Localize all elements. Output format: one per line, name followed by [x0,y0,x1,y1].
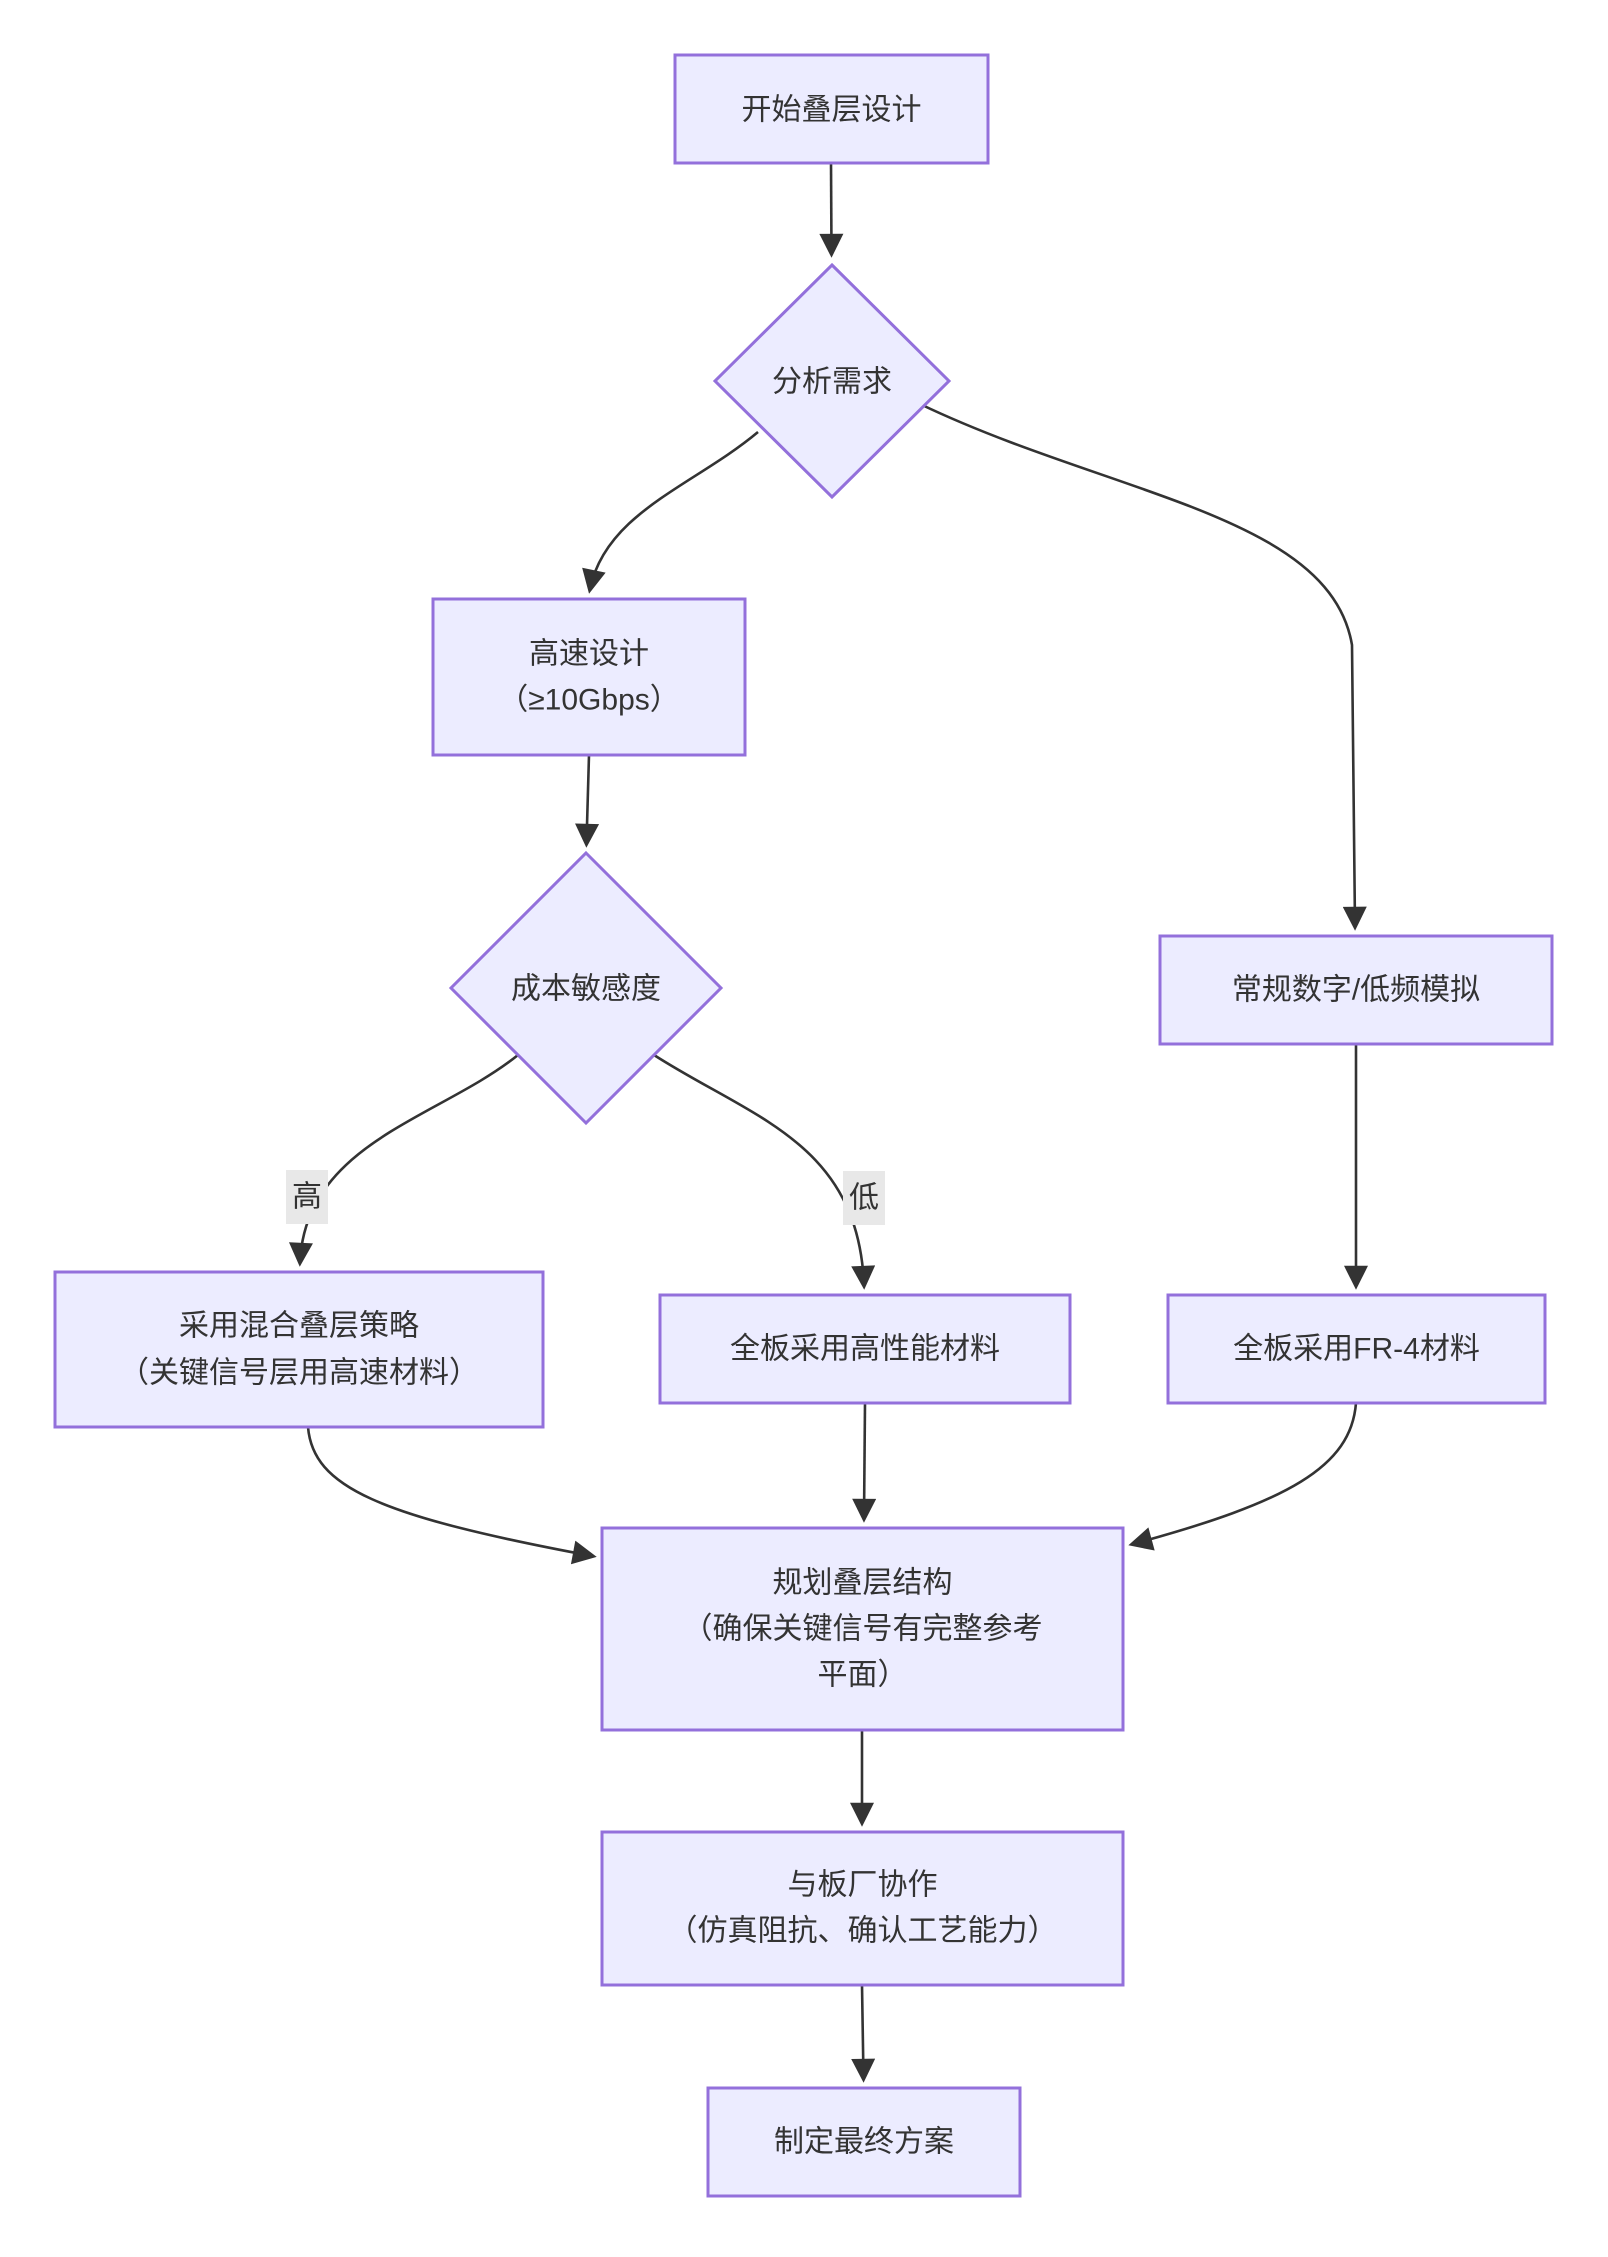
edge-label-low-bg [843,1171,885,1225]
node-plan-shape [600,1526,1125,1732]
node-cost-shape [448,850,724,1126]
node-highperf: 全板采用高性能材料 [658,1293,1072,1405]
node-highspeed-label-line2: （≥10Gbps） [498,684,680,717]
edge-analyze-highspeed [582,431,759,594]
node-regular-label: 常规数字/低频模拟 [1232,974,1480,1007]
node-fab-label-line2: （仿真阻抗、确认工艺能力） [668,1915,1058,1948]
edge-label-high-text: 高 [292,1181,322,1214]
edge-start-analyze [819,162,844,258]
edge-label-low-text: 低 [849,1182,879,1215]
node-highperf-label: 全板采用高性能材料 [730,1333,1000,1366]
edge-highspeed-cost [575,754,600,848]
node-highspeed-shape [431,597,747,757]
node-plan-label-line1: 规划叠层结构 [773,1567,953,1600]
edge-cost-hybrid [288,1053,519,1267]
node-analyze-shape [712,262,952,500]
node-fab: 与板厂协作 （仿真阻抗、确认工艺能力） [600,1830,1125,1987]
edge-highperf-plan [852,1402,877,1523]
edge-label-low: 低 [843,1171,885,1225]
node-hybrid-shape [53,1270,545,1429]
node-cost-label: 成本敏感度 [511,973,661,1006]
node-fr4-label: 全板采用FR-4材料 [1233,1333,1480,1366]
node-start-label: 开始叠层设计 [742,94,922,127]
node-final: 制定最终方案 [706,2086,1022,2198]
node-highspeed: 高速设计 （≥10Gbps） [431,597,747,757]
node-final-label: 制定最终方案 [774,2126,954,2159]
edge-analyze-regular [919,402,1367,931]
node-final-shape [706,2086,1022,2198]
node-plan-label-line2: （确保关键信号有完整参考 [683,1613,1043,1646]
node-start-shape [673,53,990,165]
node-analyze-label: 分析需求 [772,366,892,399]
edge-hybrid-plan [306,1426,597,1565]
node-fab-label-line1: 与板厂协作 [788,1869,938,1902]
node-cost: 成本敏感度 [448,850,724,1126]
node-highperf-shape [658,1293,1072,1405]
node-hybrid: 采用混合叠层策略 （关键信号层用高速材料） [53,1270,545,1429]
node-plan-label-line3: 平面） [818,1659,908,1692]
node-start: 开始叠层设计 [673,53,990,165]
node-regular-shape [1158,934,1554,1046]
edge-cost-highperf [653,1053,876,1290]
node-hybrid-label-line2: （关键信号层用高速材料） [119,1357,479,1390]
edge-label-high-bg [286,1170,328,1224]
node-fab-shape [600,1830,1125,1987]
edge-fr4-plan [1128,1402,1358,1551]
node-hybrid-label-line1: 采用混合叠层策略 [179,1310,419,1343]
edges-layer [288,162,1368,2083]
node-fr4: 全板采用FR-4材料 [1166,1293,1547,1405]
edge-fab-final [851,1984,876,2083]
node-highspeed-label-line1: 高速设计 [529,638,649,671]
node-fr4-shape [1166,1293,1547,1405]
node-regular: 常规数字/低频模拟 [1158,934,1554,1046]
edge-label-high: 高 [286,1170,328,1224]
node-analyze: 分析需求 [712,262,952,500]
node-plan: 规划叠层结构 （确保关键信号有完整参考 平面） [600,1526,1125,1732]
